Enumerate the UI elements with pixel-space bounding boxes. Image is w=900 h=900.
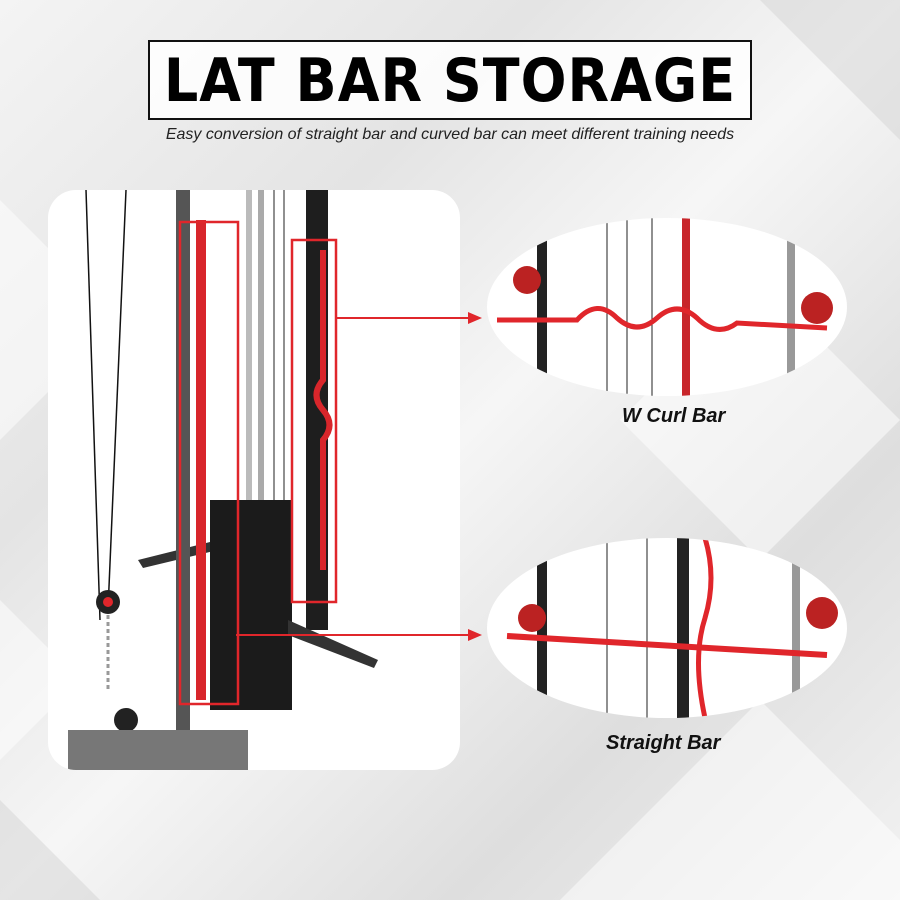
straight-bar-detail [487,538,847,718]
page-title: LAT BAR STORAGE [163,45,737,115]
w-curl-bar-label: W Curl Bar [622,405,726,427]
straight-bar-label: Straight Bar [606,732,721,754]
machine-photo [48,190,460,770]
w-curl-bar-detail [487,218,847,396]
title-box: LAT BAR STORAGE [148,40,752,120]
subtitle: Easy conversion of straight bar and curv… [165,126,735,143]
